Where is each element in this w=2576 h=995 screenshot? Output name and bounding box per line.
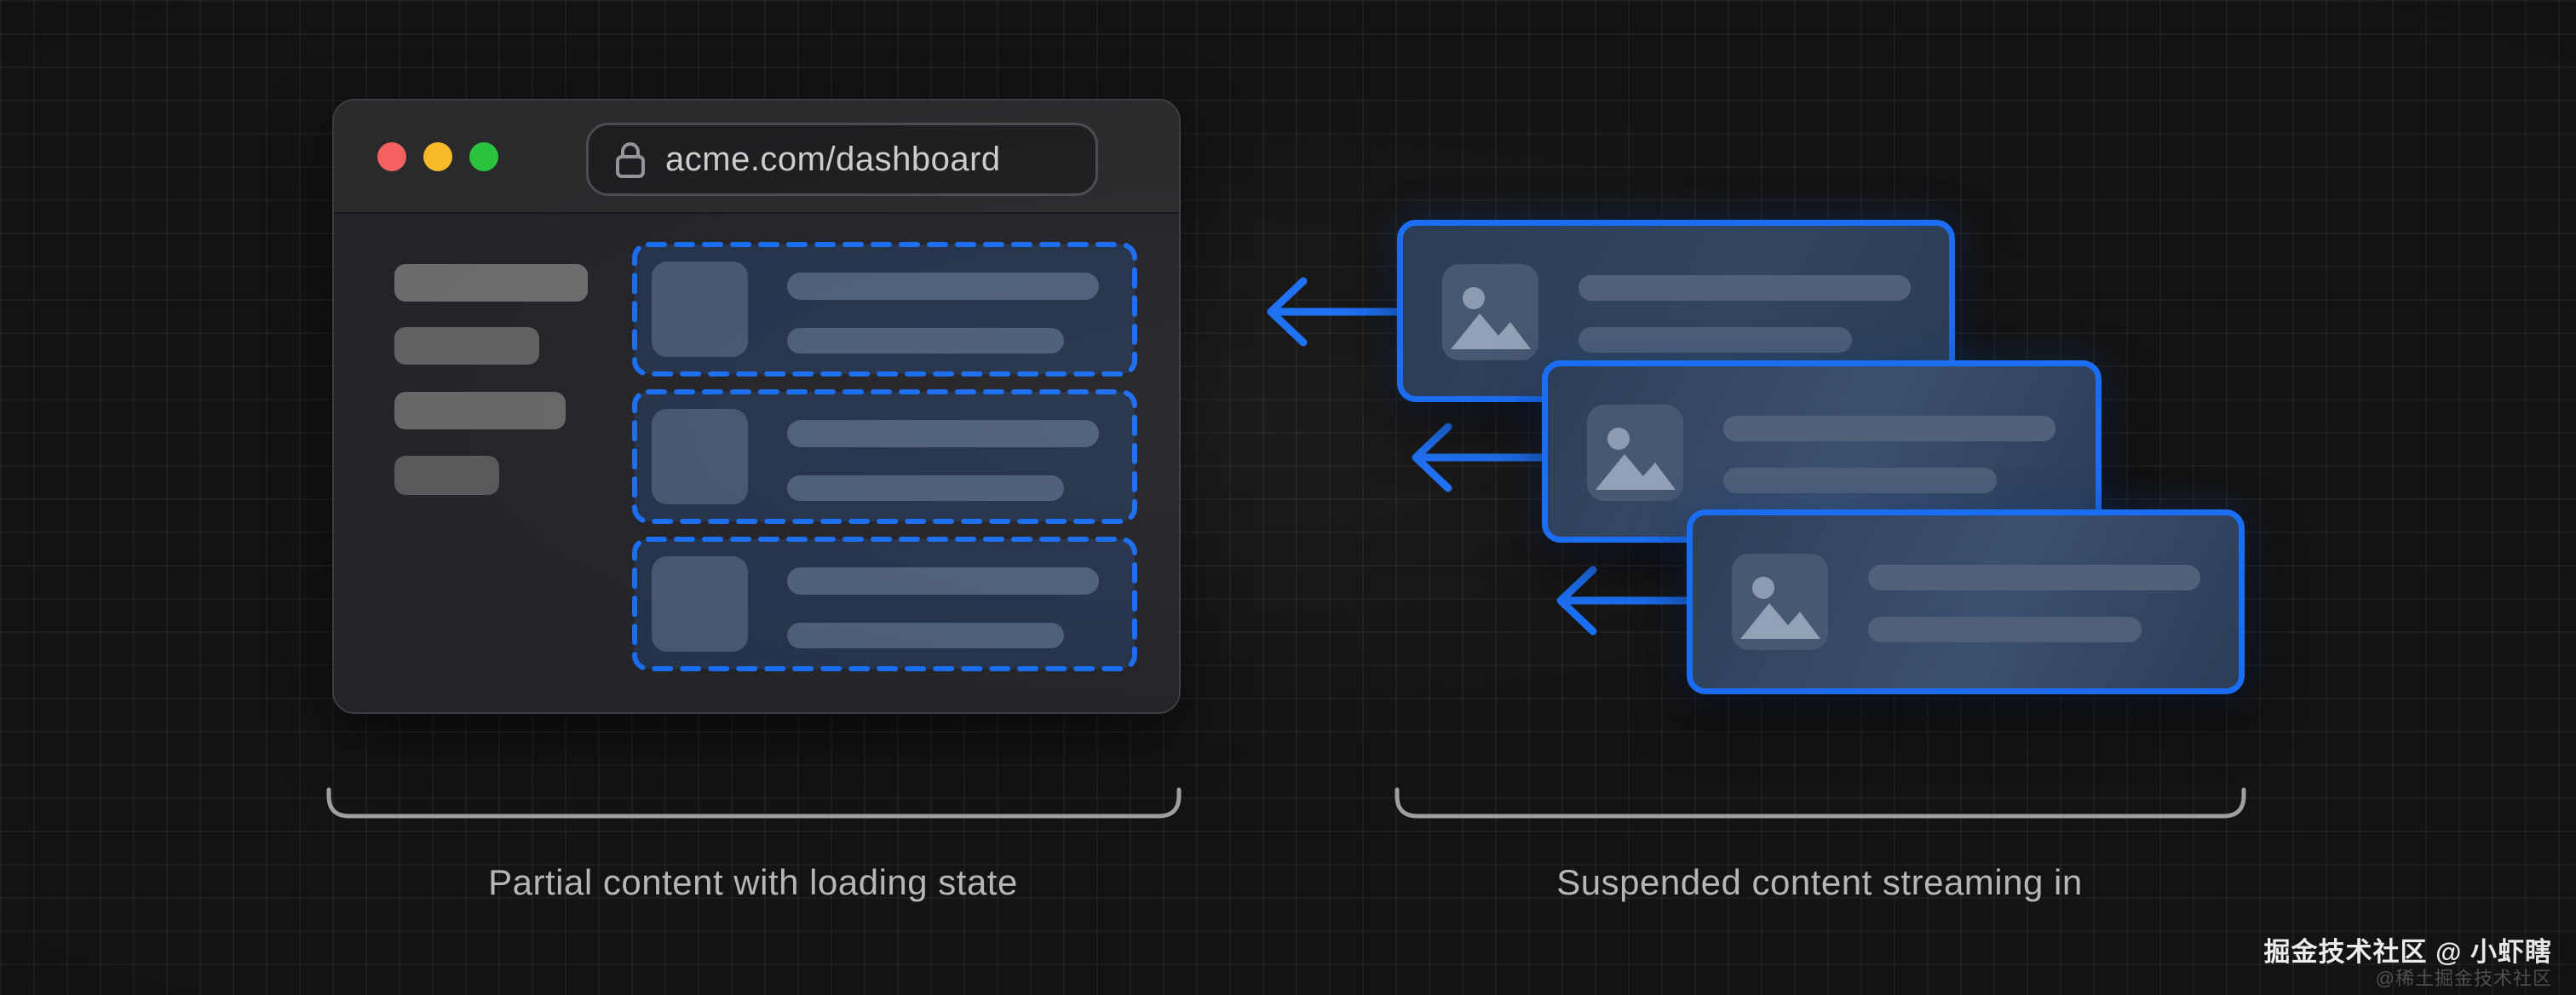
loading-card <box>632 389 1137 524</box>
image-placeholder <box>1442 264 1538 360</box>
url-text: acme.com/dashboard <box>665 140 1001 178</box>
text-skeleton-bar <box>1578 275 1911 301</box>
minimize-window-button[interactable] <box>423 142 452 171</box>
image-placeholder-icon <box>1451 287 1531 349</box>
browser-window: acme.com/dashboard <box>332 99 1181 714</box>
caption-loading-state: Partial content with loading state <box>488 862 1018 902</box>
loading-card <box>632 242 1137 377</box>
text-skeleton-bar <box>787 475 1064 501</box>
image-placeholder-icon <box>1740 577 1820 639</box>
sidebar-skeleton-bar <box>394 327 539 365</box>
thumbnail-placeholder <box>652 262 748 357</box>
watermark-line1: 掘金技术社区 @ 小虾瞎 <box>2263 937 2552 967</box>
loading-card <box>632 537 1137 671</box>
text-skeleton-bar <box>1868 617 2142 642</box>
text-skeleton-bar <box>1578 327 1852 353</box>
text-skeleton-bar <box>787 273 1099 300</box>
text-skeleton-bar <box>787 420 1099 447</box>
browser-titlebar: acme.com/dashboard <box>334 101 1179 214</box>
text-skeleton-bar <box>787 623 1064 648</box>
watermark-line2: @稀土掘金技术社区 <box>2375 967 2552 989</box>
thumbnail-placeholder <box>652 556 748 652</box>
image-placeholder <box>1732 554 1828 650</box>
lock-icon <box>616 142 645 178</box>
image-placeholder-icon <box>1596 428 1676 490</box>
url-bar[interactable]: acme.com/dashboard <box>586 123 1098 196</box>
caption-streaming: Suspended content streaming in <box>1556 862 2083 902</box>
sidebar-skeleton-bar <box>394 456 499 495</box>
text-skeleton-bar <box>1868 565 2200 590</box>
text-skeleton-bar <box>1723 416 2056 441</box>
image-placeholder <box>1587 405 1683 501</box>
text-skeleton-bar <box>787 328 1064 354</box>
watermark: 掘金技术社区 @ 小虾瞎 @稀土掘金技术社区 <box>2264 937 2552 989</box>
zoom-window-button[interactable] <box>469 142 498 171</box>
close-window-button[interactable] <box>377 142 406 171</box>
sidebar-skeleton-bar <box>394 264 588 302</box>
stream-card <box>1687 509 2245 694</box>
sidebar-skeleton-bar <box>394 392 566 429</box>
thumbnail-placeholder <box>652 409 748 504</box>
text-skeleton-bar <box>787 567 1099 595</box>
text-skeleton-bar <box>1723 468 1997 493</box>
